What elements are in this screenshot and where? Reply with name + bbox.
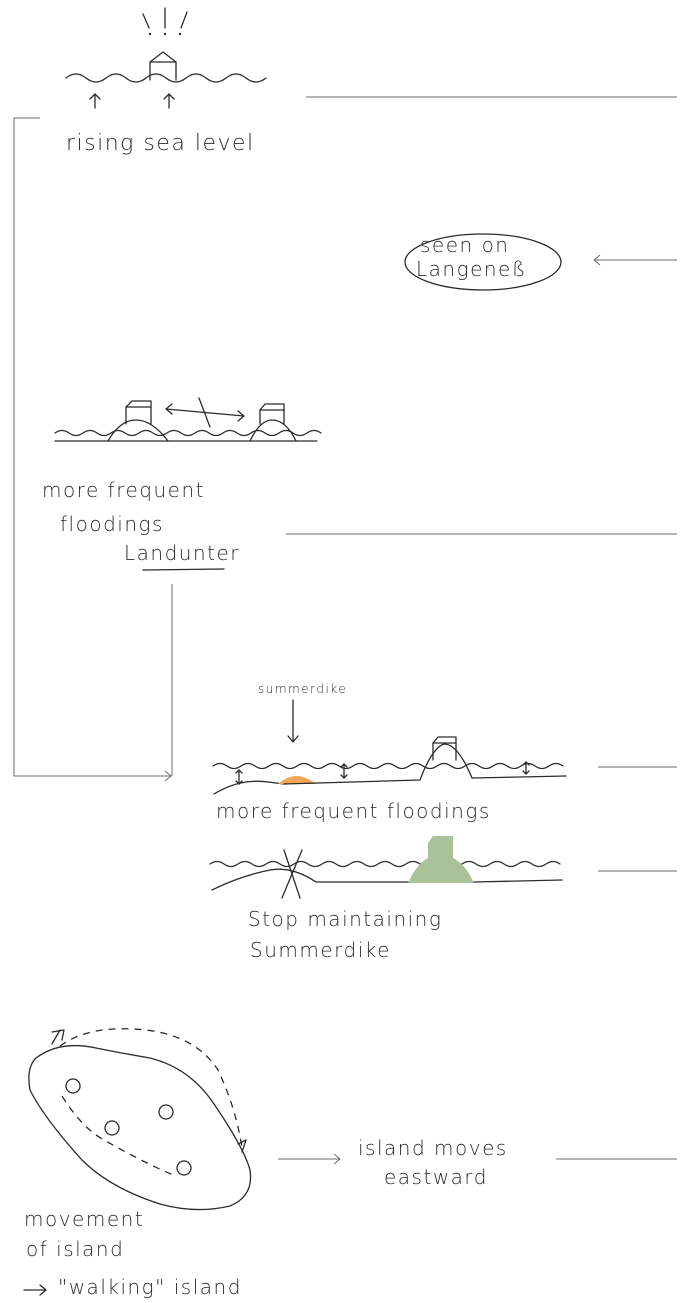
langeness-label: Langeneß — [416, 257, 527, 281]
landunter-underline — [142, 568, 225, 571]
landunter-label: Landunter — [124, 541, 240, 565]
double-arrow-icon — [235, 761, 530, 785]
walking-island-label: "walking" island — [58, 1275, 242, 1299]
up-arrow-icon — [89, 93, 175, 109]
langeness-bubble — [404, 233, 562, 291]
rising-sea-level-label: rising sea level — [66, 131, 255, 156]
house-dot-icon — [65, 1078, 81, 1094]
floodings-label: floodings — [60, 512, 164, 536]
house-icon — [432, 736, 457, 761]
exclamation-marks — [142, 7, 188, 36]
island-dashed-path — [61, 1095, 177, 1177]
arrow-icon — [237, 1139, 247, 1153]
house-icon — [428, 836, 453, 858]
island-dashed-path — [59, 1028, 243, 1149]
eastward-label: eastward — [384, 1165, 488, 1189]
blocked-connection-icon — [165, 397, 245, 428]
warft-mound — [107, 419, 169, 442]
house-icon — [259, 403, 285, 425]
more-frequent-label: more frequent — [42, 478, 205, 502]
shore-line — [213, 780, 285, 795]
island-outline — [28, 1044, 252, 1211]
warft-mound — [249, 419, 297, 442]
flood-water — [209, 860, 561, 868]
stop-maintaining-label: Stop maintaining — [248, 907, 442, 931]
shore-line — [211, 868, 411, 891]
of-island-label: of island — [26, 1237, 124, 1261]
house-icon — [125, 400, 152, 425]
flood-water — [54, 429, 322, 437]
warft-shape — [408, 854, 474, 883]
flood-water — [212, 762, 564, 770]
left-connector — [13, 117, 170, 777]
arrow-icon — [23, 1284, 47, 1296]
ground-line — [283, 743, 567, 785]
more-frequent-floodings-label: more frequent floodings — [216, 799, 491, 823]
movement-label: movement — [24, 1207, 144, 1231]
cross-icon — [281, 849, 303, 899]
house-icon — [149, 51, 177, 81]
house-dot-icon — [158, 1104, 174, 1120]
house-dot-icon — [104, 1120, 120, 1136]
seen-on-label: seen on — [420, 233, 509, 257]
arrow-icon — [164, 770, 172, 782]
arrow-icon — [51, 1029, 65, 1045]
island-moves-label: island moves — [358, 1136, 508, 1160]
summerdike-callout: summerdike — [258, 682, 347, 696]
summerdike-shape — [278, 776, 316, 784]
arrow-icon — [593, 254, 601, 266]
house-dot-icon — [176, 1160, 192, 1176]
ground-line — [473, 879, 563, 883]
sea-wave — [65, 73, 267, 83]
summerdike-label: Summerdike — [250, 938, 391, 962]
